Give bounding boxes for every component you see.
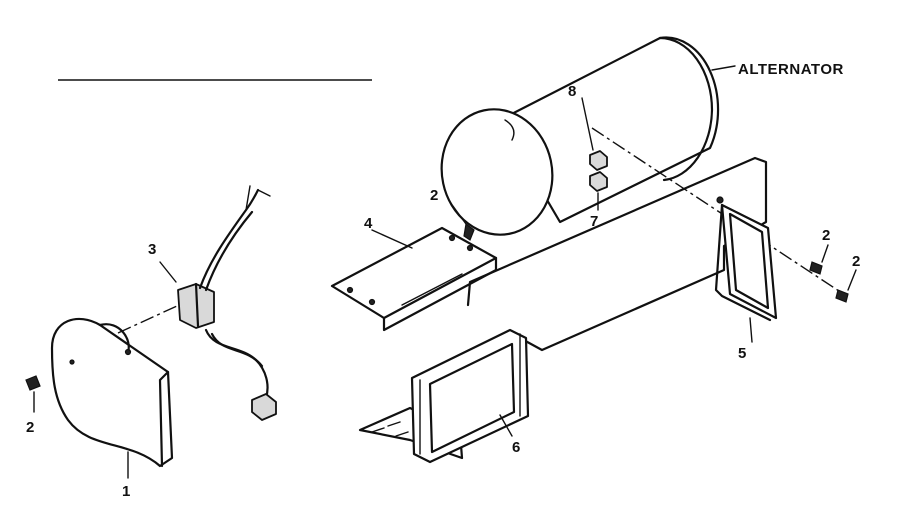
label-part-2-top: 2 <box>430 187 438 204</box>
screw-2-right-upper <box>809 244 829 275</box>
part-8-cube <box>581 97 608 171</box>
screw-2-left <box>25 375 41 413</box>
part-5-frame <box>714 196 778 343</box>
connection-outline <box>466 156 768 352</box>
alignment-line-left <box>117 299 191 334</box>
part-1-cover <box>50 317 174 479</box>
label-part-4: 4 <box>364 215 373 232</box>
label-part-2-right-lower: 2 <box>852 253 860 270</box>
label-part-7: 7 <box>590 213 598 230</box>
label-alternator: ALTERNATOR <box>738 61 844 78</box>
label-part-2-right-upper: 2 <box>822 227 830 244</box>
screw-2-top <box>449 201 475 241</box>
alternator-cylinder <box>440 36 736 236</box>
part-4-bracket <box>330 226 498 332</box>
alignment-line-right <box>591 127 846 296</box>
part-7-cube <box>589 171 608 211</box>
label-part-8: 8 <box>568 83 576 100</box>
part-6-plate <box>358 328 530 464</box>
label-part-1: 1 <box>122 483 130 500</box>
part-3-connector <box>159 185 277 421</box>
label-part-2-left: 2 <box>26 419 34 436</box>
screw-2-right-lower <box>835 269 857 303</box>
label-part-5: 5 <box>738 345 746 362</box>
label-part-6: 6 <box>512 439 520 456</box>
label-part-3: 3 <box>148 241 156 258</box>
